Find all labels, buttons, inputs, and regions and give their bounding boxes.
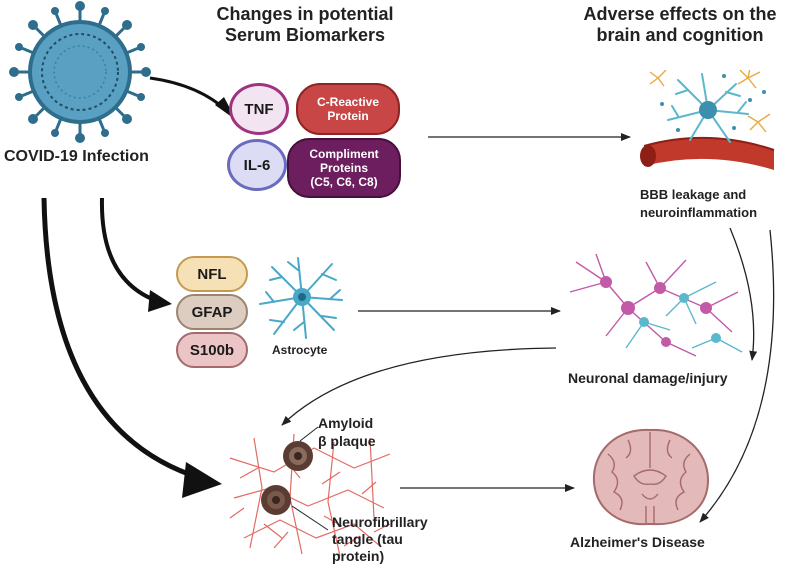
amyloid-label: Amyloid β plaque [318,414,376,450]
gfap-marker: GFAP [176,294,248,330]
il6-label: IL-6 [243,156,271,174]
bbb-neuroinflammation-icon [640,70,775,170]
crp-line2: Protein [327,109,369,123]
virus-icon [9,1,151,143]
bbb-line2: neuroinflammation [640,205,758,220]
s100b-marker: S100b [176,332,248,368]
amyloid-line1: Amyloid [318,415,374,431]
arrowhead-covid-to-tangle [182,462,222,498]
brain-icon [592,428,710,526]
arrow-neuronal-to-tangle [281,347,557,426]
alzheimers-label: Alzheimer's Disease [570,534,705,550]
compliment-line3: (C5, C6, C8) [310,175,378,189]
amyloid-line2: β plaque [318,433,376,449]
arrow-bbb-to-neuronal [729,227,758,361]
arrowhead-covid-to-glial [148,290,172,312]
heading-adverse-line1: Adverse effects on the [583,4,777,24]
arrow-covid-to-tangle [41,197,201,481]
tnf-marker: TNF [229,83,289,135]
arrow-bbb-to-alzheimers [699,229,775,523]
nfl-marker: NFL [176,256,248,292]
bbb-line1: BBB leakage and [640,187,747,202]
tau-tangle-icon [229,433,391,557]
neuronal-damage-label: Neuronal damage/injury [568,370,728,386]
compliment-line1: Compliment [309,147,379,161]
neuronal-network-icon [569,253,743,357]
arrow-covid-to-glial [99,197,161,304]
crp-line1: C-Reactive [316,95,380,109]
heading-adverse-line2: brain and cognition [596,25,764,45]
amyloid-plaque-icon [283,441,313,471]
nfl-label: NFL [197,265,227,283]
il6-marker: IL-6 [227,139,287,191]
tangle-line3: protein) [332,548,385,564]
tangle-line2: tangle (tau [332,531,403,547]
heading-serum-line1: Changes in potential [216,4,394,24]
tangle-line1: Neurofibrillary [332,514,428,530]
astrocyte-label: Astrocyte [272,343,328,357]
compliment-line2: Proteins [319,161,368,175]
heading-serum-biomarkers: Changes in potential Serum Biomarkers [190,4,420,46]
tnf-label: TNF [244,100,274,118]
covid-infection-label: COVID-19 Infection [4,148,149,165]
gfap-label: GFAP [191,303,233,321]
tangle-label: Neurofibrillary tangle (tau protein) [332,514,428,565]
crp-marker: C-Reactive Protein [296,83,400,135]
astrocyte-icon [259,257,343,339]
s100b-label: S100b [189,341,235,359]
compliment-marker: Compliment Proteins (C5, C6, C8) [287,138,401,198]
heading-adverse-effects: Adverse effects on the brain and cogniti… [560,4,800,46]
heading-serum-line2: Serum Biomarkers [224,25,386,45]
bbb-label: BBB leakage and neuroinflammation [640,186,757,222]
